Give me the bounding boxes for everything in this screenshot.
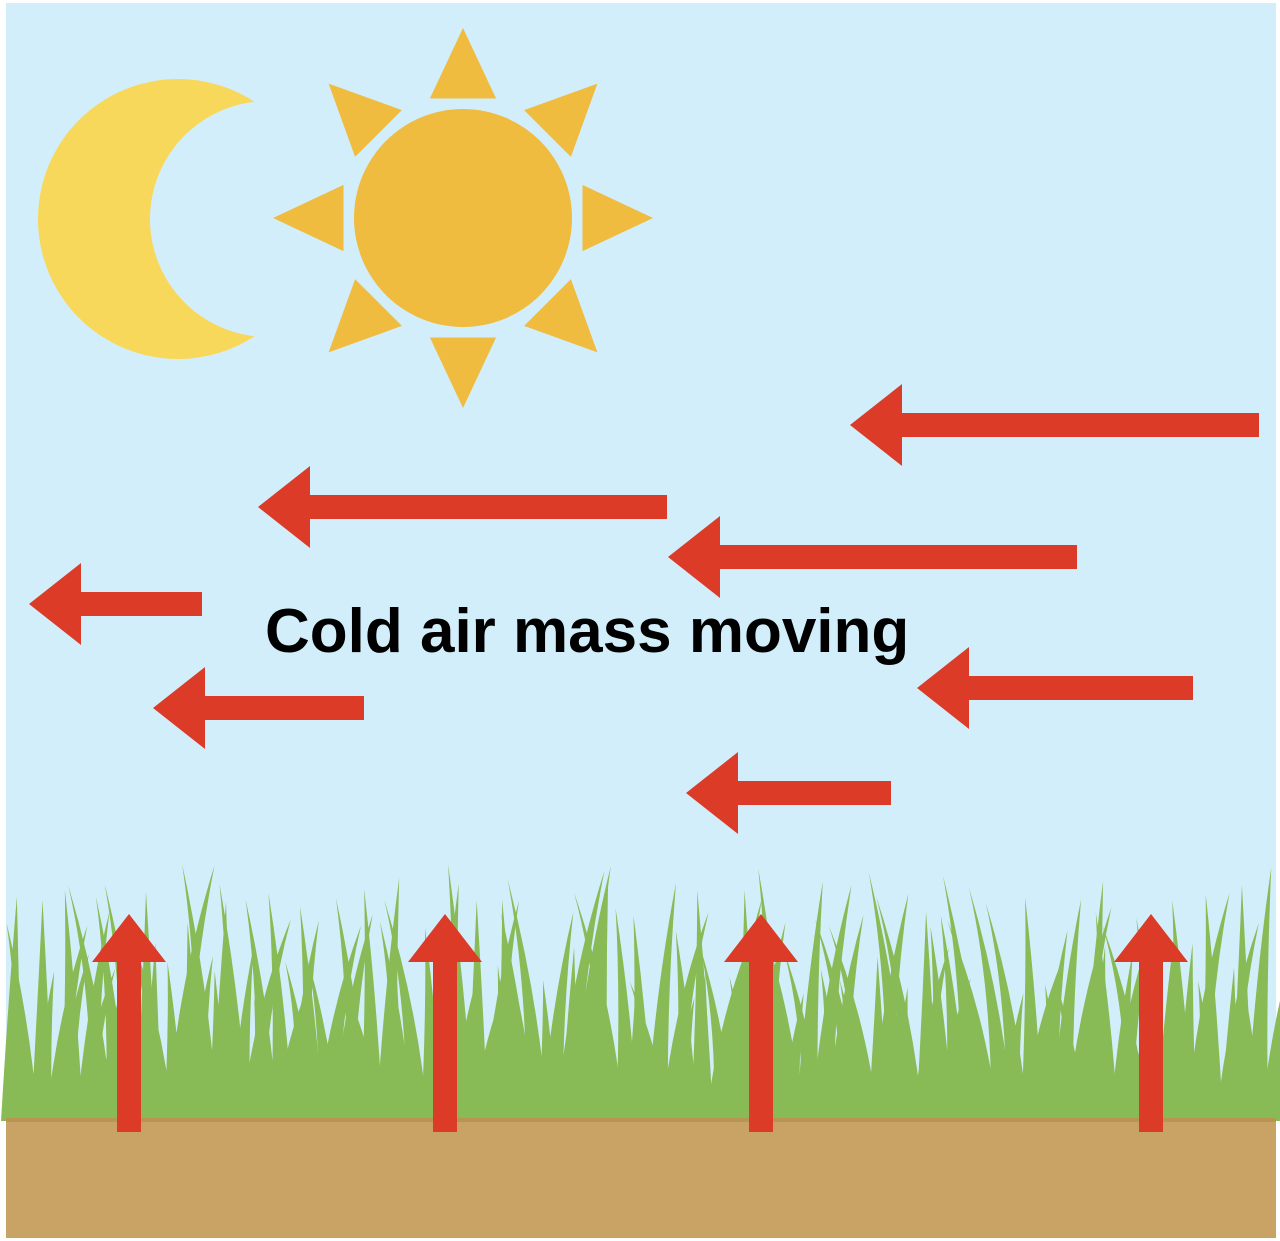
grass-blade (670, 997, 695, 1121)
grass-blade (560, 947, 580, 1121)
grass-blade (343, 982, 382, 1121)
grass-blade (245, 899, 278, 1121)
soil-ground (6, 1119, 1276, 1238)
grass-icon (1, 864, 1280, 1121)
grass-blade (507, 878, 548, 1121)
sun-ray (582, 184, 653, 252)
grass-blade (1051, 899, 1082, 1121)
grass-blade (285, 961, 316, 1121)
wind-arrow (153, 667, 364, 749)
sun-ray (524, 279, 598, 353)
grass-blade (820, 968, 844, 1121)
grass-blade (472, 982, 507, 1121)
grass-blade (1242, 993, 1262, 1121)
sun-ray (273, 184, 344, 252)
grass-blade (912, 947, 949, 1121)
grass-blade (76, 968, 116, 1121)
grass-blade (626, 976, 646, 1121)
grass-blade (142, 942, 162, 1121)
grass-blade (68, 884, 113, 1121)
wind-arrow (668, 516, 1077, 598)
soil-edge (6, 1118, 1276, 1122)
sun-ray (429, 337, 497, 408)
sun-ray (524, 83, 598, 157)
grass-blade (1220, 967, 1240, 1121)
grass-blade (876, 896, 923, 1121)
rising-arrow (1114, 914, 1188, 1132)
grass-blade (700, 946, 734, 1121)
grass-blade (1088, 945, 1108, 1121)
grass-blade (1176, 943, 1196, 1121)
grass-blade (10, 947, 30, 1121)
grass-blade (629, 981, 668, 1121)
sun-ray (328, 279, 402, 353)
sun-ray (328, 83, 402, 157)
wind-arrow (917, 647, 1193, 729)
moon-icon (38, 79, 386, 359)
rising-arrow (92, 914, 166, 1132)
rising-air-arrows (92, 914, 1188, 1132)
sun-core (354, 109, 572, 327)
grass-blade (186, 955, 213, 1121)
grass-blade (1110, 953, 1133, 1121)
grass-blade (811, 884, 852, 1121)
grass-blade (956, 952, 976, 1121)
wind-arrow (850, 384, 1259, 466)
grass-blade (1022, 965, 1060, 1121)
rising-arrow (408, 914, 482, 1132)
grass-blade (692, 973, 712, 1121)
grass-blade (571, 995, 602, 1121)
grass-blade (1261, 1000, 1280, 1121)
grass-blade (182, 864, 218, 1121)
grass-blade (406, 998, 426, 1121)
wind-arrow (258, 466, 667, 548)
grass-blade (599, 971, 624, 1121)
grass-blade (1000, 992, 1024, 1121)
grass-blade (252, 997, 272, 1121)
cold-air-label: Cold air mass moving (265, 597, 909, 666)
grass-blade (164, 961, 184, 1121)
grass-blade (384, 943, 404, 1121)
grass-blade (1198, 980, 1218, 1121)
grass-blade (230, 948, 254, 1121)
grass-blade (1044, 984, 1064, 1121)
rising-arrow (724, 914, 798, 1132)
grass-blade (340, 988, 360, 1121)
grass-blade (494, 965, 514, 1121)
grass-blade (274, 972, 314, 1121)
wind-arrow (686, 752, 891, 834)
grass-blade (828, 925, 878, 1121)
grass-blade (571, 866, 611, 1121)
grass-blade (783, 949, 822, 1121)
grass-blade (868, 957, 888, 1121)
sun-icon (273, 28, 653, 408)
grass-blade (968, 887, 1013, 1121)
grass-blade (1055, 981, 1086, 1121)
grass-blade (970, 995, 998, 1121)
grass-blade (890, 987, 910, 1121)
wind-arrows (29, 384, 1259, 834)
grass-blade (839, 980, 866, 1121)
grass-blade (506, 951, 536, 1121)
grass-blade (538, 980, 558, 1121)
wind-arrow (29, 563, 202, 645)
grass-blade (308, 960, 338, 1121)
grass-blade (54, 953, 89, 1121)
grass-blade (208, 970, 228, 1121)
sun-ray (429, 28, 497, 99)
grass-blade (32, 971, 55, 1121)
